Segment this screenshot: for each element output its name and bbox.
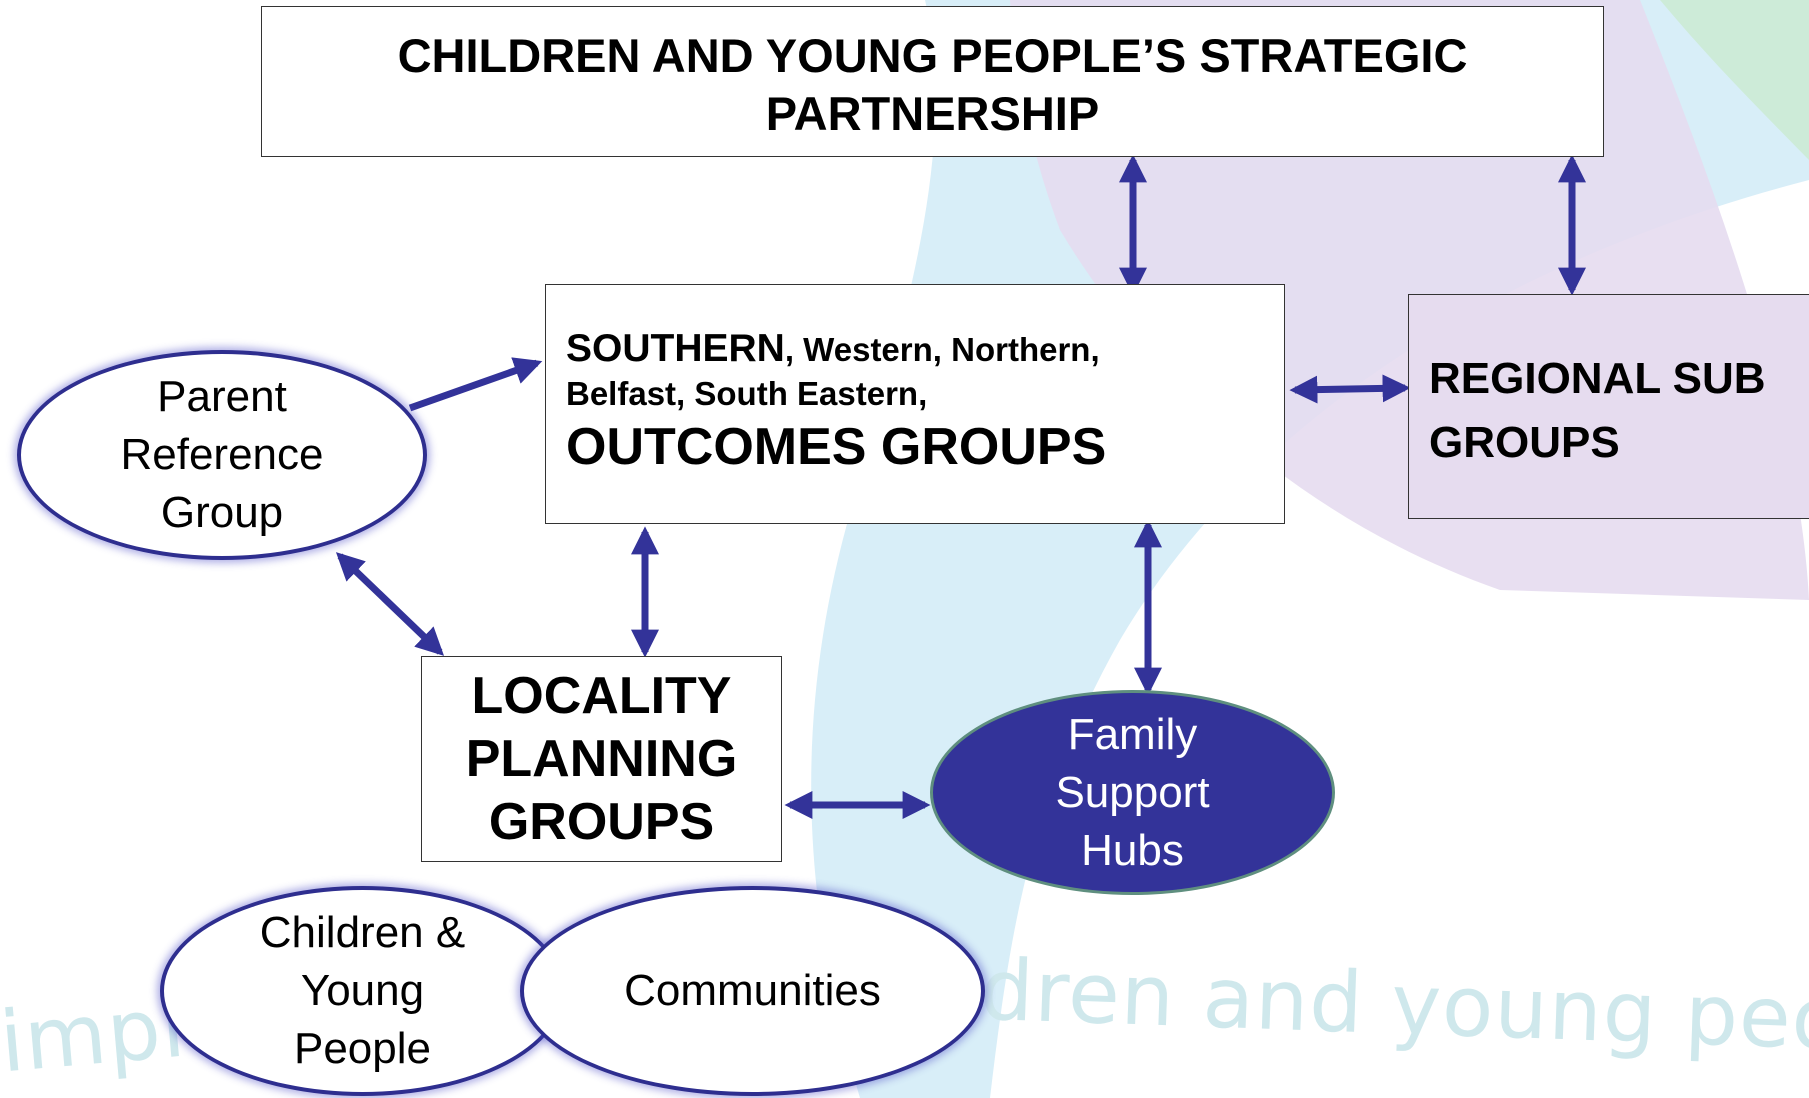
swoosh-green — [1660, 0, 1809, 160]
locality-planning-groups-box: LOCALITY PLANNING GROUPS — [421, 656, 782, 862]
strategic-title-line2: PARTNERSHIP — [765, 87, 1100, 140]
regional-sub-groups-box: REGIONAL SUB GROUPS — [1408, 294, 1809, 519]
outcomes-regions-line2: Belfast, South Eastern, — [566, 375, 928, 412]
family-support-hubs-label: Family Support Hubs — [1055, 709, 1210, 875]
parent-reference-group-label: Parent Reference Group — [120, 372, 324, 537]
outcomes-heading: OUTCOMES GROUPS — [566, 418, 1107, 476]
outcomes-southern: SOUTHERN — [566, 327, 785, 370]
family-support-hubs-ellipse: Family Support Hubs — [930, 690, 1335, 895]
arrow-parent-locality — [335, 552, 445, 656]
outcomes-regions-line1: SOUTHERN, Western, Northern, — [566, 327, 1284, 372]
strategic-partnership-box: CHILDREN AND YOUNG PEOPLE’S STRATEGIC PA… — [261, 6, 1604, 157]
arrow-outcomes-regional — [1289, 374, 1411, 404]
locality-planning-groups-label: LOCALITY PLANNING GROUPS — [465, 666, 738, 851]
communities-ellipse: Communities — [520, 886, 985, 1096]
parent-reference-group-ellipse: Parent Reference Group — [17, 350, 427, 560]
arrow-parent-outcomes — [408, 357, 543, 412]
children-young-people-ellipse: Children & Young People — [160, 886, 565, 1096]
communities-label: Communities — [624, 966, 881, 1015]
outcomes-other-regions: , Western, Northern, — [784, 331, 1100, 368]
regional-line2: GROUPS — [1429, 418, 1620, 467]
children-young-people-label: Children & Young People — [259, 908, 466, 1073]
regional-line1: REGIONAL SUB — [1429, 354, 1766, 403]
strategic-title-line1: CHILDREN AND YOUNG PEOPLE’S STRATEGIC — [397, 29, 1468, 82]
outcomes-groups-box: SOUTHERN, Western, Northern, Belfast, So… — [545, 284, 1285, 524]
swoosh-blue — [811, 0, 1809, 1098]
